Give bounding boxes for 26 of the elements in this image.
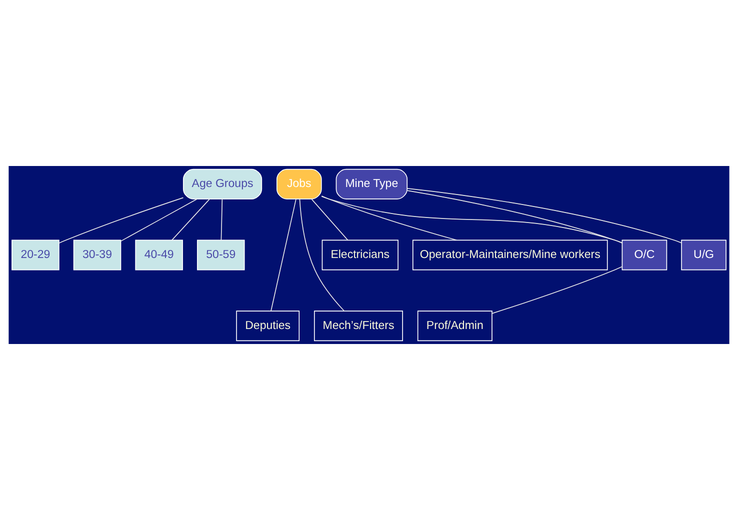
connector bbox=[58, 196, 184, 244]
connector bbox=[172, 198, 210, 240]
node-box: 30-39 bbox=[73, 239, 122, 270]
node-box: O/C bbox=[622, 239, 668, 270]
node-box: 40-49 bbox=[135, 239, 183, 270]
node-box: U/G bbox=[681, 239, 726, 270]
node-box: Electricians bbox=[322, 239, 398, 270]
connector bbox=[321, 195, 458, 240]
node-box: Age Groups bbox=[182, 168, 262, 199]
connector bbox=[311, 198, 348, 240]
node-box: Prof/Admin bbox=[417, 310, 492, 341]
connector bbox=[321, 195, 622, 243]
connector bbox=[120, 198, 198, 242]
node-box: Mine Type bbox=[336, 168, 408, 199]
node-box: Operator-Maintainers/Mine workers bbox=[412, 239, 608, 270]
connector bbox=[299, 198, 344, 311]
connector bbox=[406, 190, 622, 243]
node-box: 50-59 bbox=[196, 239, 245, 270]
node-box: Jobs bbox=[276, 168, 322, 199]
connector bbox=[492, 266, 622, 314]
node-box: Deputies bbox=[236, 310, 300, 341]
connector bbox=[406, 188, 682, 243]
connector bbox=[270, 198, 296, 311]
node-box: 20-29 bbox=[12, 239, 60, 270]
node-box: Mech’s/Fitters bbox=[314, 310, 403, 341]
connector bbox=[220, 198, 223, 240]
